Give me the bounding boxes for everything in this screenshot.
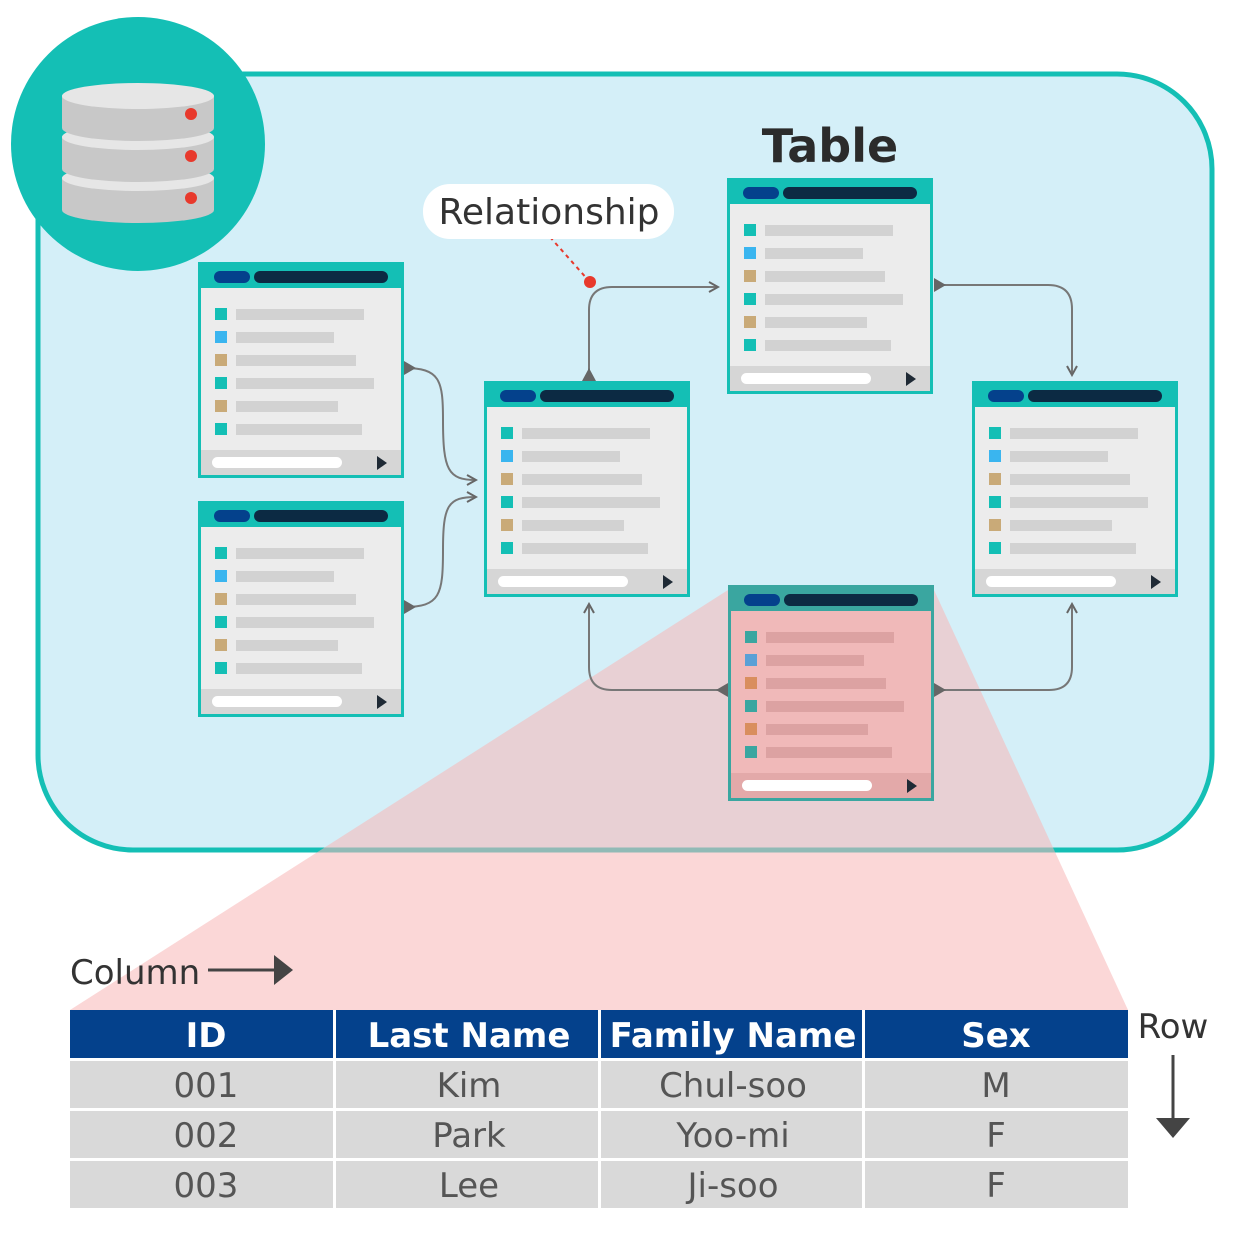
data-table: ID Last Name Family Name Sex 001 Kim Chu… [70,1010,1128,1208]
column-label: Column [70,953,200,993]
play-icon [377,456,387,470]
play-icon [377,695,387,709]
cell-last-name: Kim [437,1066,502,1106]
cell-family-name: Ji-soo [685,1166,778,1206]
play-icon [1151,575,1161,589]
table-card [198,501,404,717]
cell-last-name: Lee [439,1166,499,1206]
table-row: 001 Kim Chul-soo M [70,1061,1128,1108]
table-card [198,262,404,478]
play-icon [663,575,673,589]
table-card [484,381,690,597]
table-card [972,381,1178,597]
relationship-connectors [403,285,1072,691]
header-sex: Sex [961,1016,1031,1056]
table-row: 002 Park Yoo-mi F [70,1111,1128,1158]
table-card [728,585,934,801]
table-card [727,178,933,394]
play-icon [906,372,916,386]
cell-family-name: Chul-soo [659,1066,807,1106]
header-family-name: Family Name [610,1016,857,1056]
play-icon [907,779,917,793]
table-label: Table [762,119,898,173]
table-header-row: ID Last Name Family Name Sex [70,1010,1128,1058]
cell-sex: F [986,1116,1006,1156]
cell-family-name: Yoo-mi [675,1116,789,1156]
cell-id: 002 [174,1116,239,1156]
arrow-right-icon [208,955,293,985]
cell-sex: F [986,1166,1006,1206]
relationship-callout: Relationship [423,184,674,288]
table-row: 003 Lee Ji-soo F [70,1161,1128,1208]
header-id: ID [186,1016,227,1056]
cell-id: 001 [174,1066,239,1106]
row-label: Row [1138,1007,1209,1047]
cell-sex: M [981,1066,1010,1106]
cell-last-name: Park [432,1116,506,1156]
cell-id: 003 [174,1166,239,1206]
connector-origins [404,278,946,697]
relationship-label: Relationship [439,192,660,233]
header-last-name: Last Name [368,1016,571,1056]
arrow-down-icon [1156,1055,1190,1138]
database-icon [11,17,265,271]
